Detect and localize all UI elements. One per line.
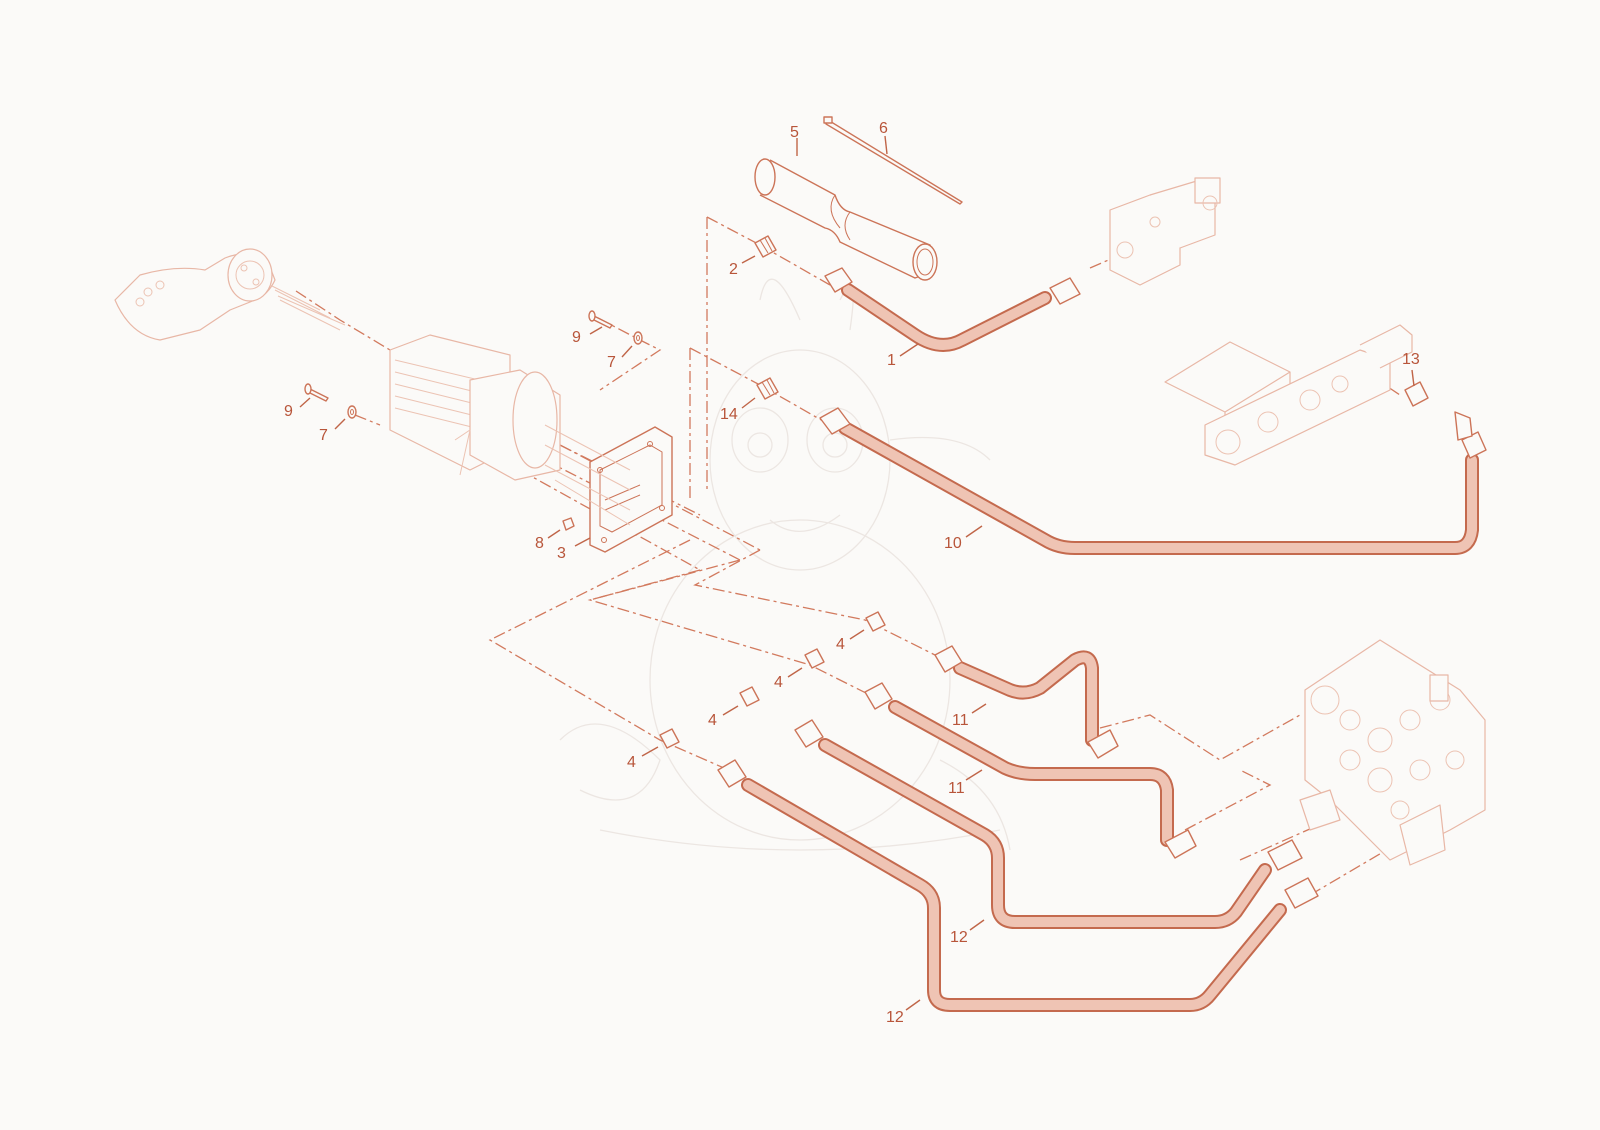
- washer-7-lower: [347, 405, 357, 419]
- joystick-handle: [114, 248, 346, 341]
- joystick-housing: [389, 334, 561, 481]
- hose-12-lower: [717, 759, 1319, 1012]
- hose-11-upper: [934, 645, 1119, 759]
- callout-12-upper: 12: [950, 929, 968, 946]
- callout-6: 6: [879, 120, 888, 137]
- assembly-dashed-lines: [295, 216, 1401, 896]
- leader-lines: [299, 135, 1415, 1011]
- pilot-ports: [544, 424, 631, 526]
- callout-11-upper: 11: [952, 712, 969, 729]
- callout-7-lower: 7: [319, 427, 328, 444]
- callout-4-a: 4: [836, 636, 845, 653]
- adapter-4-c: [739, 686, 760, 707]
- callout-13: 13: [1402, 351, 1420, 368]
- washer-7-upper: [633, 331, 643, 345]
- adapter-13: [1404, 381, 1473, 441]
- adapter-14: [756, 377, 779, 400]
- callout-4-b: 4: [774, 674, 783, 691]
- callout-12-lower: 12: [886, 1009, 904, 1026]
- callout-labels: 1 2 3 4 4 4 4 5 6 7 7 8 9 9 10 11 11 12 …: [284, 120, 1420, 1026]
- cable-tie: [823, 116, 963, 205]
- callout-9-lower: 9: [284, 403, 293, 420]
- callout-7-upper: 7: [607, 354, 616, 371]
- callout-11-lower: 11: [948, 780, 965, 797]
- callout-8: 8: [535, 535, 544, 552]
- hose-12-upper: [794, 719, 1303, 929]
- callout-1: 1: [887, 352, 896, 369]
- adapter-2: [754, 235, 777, 258]
- mounting-plate: [589, 426, 673, 553]
- callout-10: 10: [944, 535, 962, 552]
- callout-14: 14: [720, 406, 738, 423]
- hose-10: [819, 407, 1487, 555]
- adapter-4-b: [804, 648, 825, 669]
- background-watermark: [559, 278, 1011, 851]
- control-valve-bank: [1299, 639, 1486, 866]
- nut-8: [562, 517, 575, 531]
- adapter-4-d: [659, 728, 680, 749]
- adapter-4-a: [865, 611, 886, 632]
- screw-9-lower: [304, 383, 329, 402]
- callout-3: 3: [557, 545, 566, 562]
- solenoid-valve: [1109, 177, 1221, 286]
- screw-9-upper: [588, 310, 613, 329]
- hose-11-lower: [864, 682, 1197, 859]
- protective-sleeve: [754, 158, 938, 281]
- callout-4-d: 4: [627, 754, 636, 771]
- callout-9-upper: 9: [572, 329, 581, 346]
- manifold-block: [1164, 324, 1413, 466]
- callout-2: 2: [729, 261, 738, 278]
- callout-5: 5: [790, 124, 799, 141]
- callout-4-c: 4: [708, 712, 717, 729]
- hose-1: [824, 267, 1081, 352]
